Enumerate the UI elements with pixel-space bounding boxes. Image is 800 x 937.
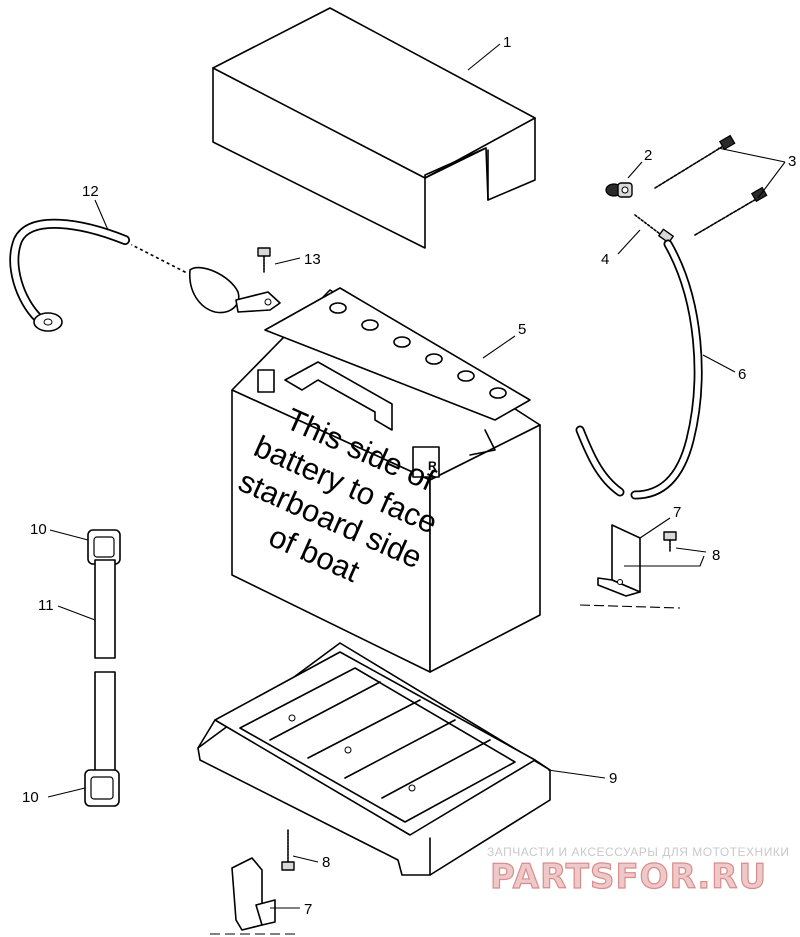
- leader-10-upper: [49, 529, 89, 541]
- callout-7-lower: 7: [304, 901, 312, 918]
- leader-13: [274, 257, 301, 265]
- leader-8-upper: [624, 547, 707, 567]
- callout-10-lower: 10: [22, 789, 39, 806]
- callout-4: 4: [601, 251, 609, 268]
- terminal-nut: [605, 182, 633, 198]
- callout-8-lower: 8: [322, 854, 330, 871]
- battery-cover: [212, 7, 536, 249]
- leader-2: [627, 161, 643, 179]
- callout-6: 6: [738, 366, 746, 383]
- hold-down-bracket-lower: [231, 829, 295, 931]
- terminal-screw: [257, 247, 271, 273]
- leader-1: [467, 43, 501, 71]
- leader-8-lower: [292, 855, 319, 863]
- svg-text:R: R: [428, 459, 437, 473]
- callout-1: 1: [503, 34, 511, 51]
- battery: R: [231, 287, 541, 673]
- callout-11: 11: [38, 597, 54, 614]
- leader-6: [702, 354, 736, 373]
- bracket-ground-line: [579, 604, 681, 609]
- callout-8-upper: 8: [712, 547, 720, 564]
- callout-13: 13: [304, 251, 321, 268]
- leader-3: [717, 147, 786, 199]
- callout-12: 12: [82, 183, 99, 200]
- watermark-logo: PARTSFOR.RU: [490, 857, 767, 897]
- leader-4: [617, 229, 641, 255]
- leader-10-lower: [47, 787, 86, 798]
- callout-5: 5: [518, 321, 526, 338]
- callout-7-upper: 7: [673, 504, 681, 521]
- callout-10-upper: 10: [30, 521, 47, 538]
- battery-tray: [197, 642, 551, 876]
- leader-7-upper: [639, 517, 671, 539]
- leader-5: [482, 335, 516, 359]
- callout-9: 9: [609, 770, 617, 787]
- watermark-tagline: ЗАПЧАСТИ И АКСЕССУАРЫ ДЛЯ МОТОТЕХНИКИ: [487, 845, 789, 859]
- leader-12: [94, 199, 109, 231]
- callout-2: 2: [644, 147, 652, 164]
- hold-down-bracket-upper: [597, 524, 677, 597]
- leader-9: [547, 769, 606, 779]
- cell-caps: [329, 302, 507, 399]
- callout-3: 3: [788, 153, 796, 170]
- vent-fitting: [634, 214, 674, 244]
- watermark: ЗАПЧАСТИ И АКСЕССУАРЫ ДЛЯ МОТОТЕХНИКИ PA…: [487, 845, 789, 898]
- hold-down-strap: [84, 529, 121, 807]
- battery-cable: [9, 218, 281, 332]
- vent-hose: [575, 239, 703, 500]
- terminal-bolts: [654, 134, 768, 236]
- leader-11: [57, 605, 96, 621]
